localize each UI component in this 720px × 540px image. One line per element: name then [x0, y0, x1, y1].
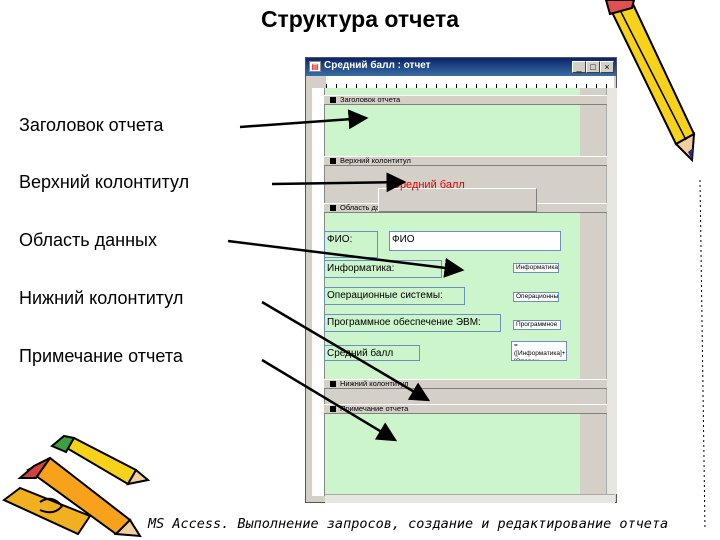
report-design-window: ▤ Средний балл : отчет _ □ × Заголовок о… — [305, 57, 617, 503]
report-icon: ▤ — [309, 61, 321, 72]
band-label: Область данных — [340, 203, 398, 212]
informatika-label[interactable]: Информатика: — [324, 260, 442, 278]
band-label: Примечание отчета — [340, 404, 409, 413]
slide-footer: MS Access. Выполнение запросов, создание… — [148, 516, 669, 532]
canvas-margin — [580, 88, 606, 494]
maximize-button[interactable]: □ — [586, 61, 600, 73]
section-selector-icon — [330, 97, 336, 104]
os-field[interactable]: Операционные с — [513, 292, 559, 302]
fio-field[interactable]: ФИО — [389, 231, 561, 251]
window-titlebar[interactable]: ▤ Средний балл : отчет _ □ × — [306, 58, 616, 76]
po-label[interactable]: Программное обеспечение ЭВМ: — [324, 314, 501, 332]
band-label: Заголовок отчета — [340, 95, 401, 104]
section-selector-icon — [330, 205, 336, 212]
band-page-footer[interactable]: Нижний колонтитул — [324, 379, 607, 389]
po-field[interactable]: Программное — [513, 320, 561, 330]
band-label: Нижний колонтитул — [340, 379, 409, 388]
slide-title: Структура отчета — [260, 6, 460, 32]
band-page-header[interactable]: Верхний колонтитул — [324, 156, 607, 166]
informatika-field[interactable]: Информатика — [513, 263, 559, 273]
callout-page-footer: Нижний колонтитул — [19, 288, 184, 308]
callout-report-header: Заголовок отчета — [19, 115, 164, 135]
band-report-header[interactable]: Заголовок отчета — [324, 95, 607, 105]
page-header-label-box[interactable] — [378, 188, 537, 212]
band-report-footer[interactable]: Примечание отчета — [324, 404, 607, 414]
band-label: Верхний колонтитул — [340, 156, 411, 165]
pencils-icon — [2, 434, 151, 538]
close-button[interactable]: × — [600, 61, 614, 73]
window-title: Средний балл : отчет — [324, 60, 431, 71]
section-selector-icon — [330, 158, 336, 165]
horizontal-scrollbar[interactable] — [325, 494, 615, 503]
page-footer-area — [325, 389, 580, 404]
horizontal-ruler[interactable] — [326, 76, 614, 89]
os-label[interactable]: Операционные системы: — [324, 287, 465, 305]
section-selector-icon — [330, 381, 336, 388]
avg-label[interactable]: Средний балл — [324, 345, 420, 361]
minimize-button[interactable]: _ — [572, 61, 586, 73]
page-header-label: Средний балл — [392, 179, 465, 191]
callout-report-footer: Примечание отчета — [19, 346, 183, 366]
fio-label[interactable]: ФИО: — [324, 231, 378, 258]
callout-detail: Область данных — [19, 230, 157, 250]
callout-page-header: Верхний колонтитул — [19, 172, 190, 192]
vertical-scrollbar[interactable] — [606, 88, 617, 494]
section-selector-icon — [330, 406, 336, 413]
avg-field[interactable]: =([Информатика]+[Операц — [511, 341, 567, 361]
